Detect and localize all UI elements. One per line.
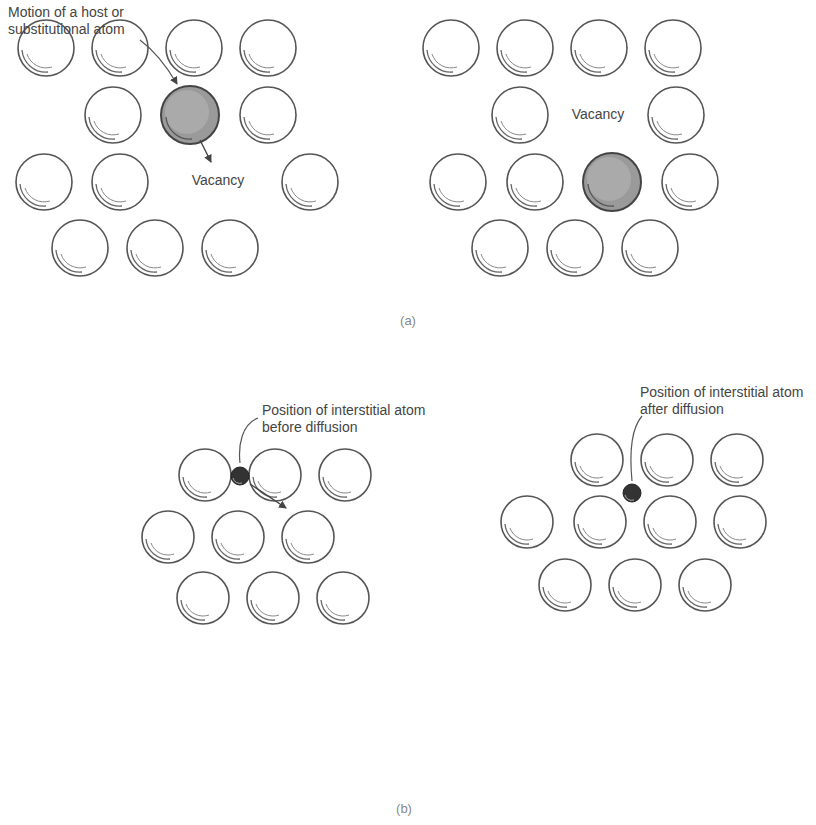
lattice-a-before xyxy=(16,20,338,276)
host-atom xyxy=(679,559,731,611)
motion-arrow xyxy=(250,484,286,508)
host-atom xyxy=(142,511,194,563)
vacancy-label: Vacancy xyxy=(178,172,258,189)
interstitial-atom xyxy=(231,467,249,485)
host-atom xyxy=(92,154,148,210)
host-atom xyxy=(507,154,563,210)
host-atom xyxy=(648,87,704,143)
host-atom xyxy=(497,20,553,76)
interstitial-atom xyxy=(623,484,641,502)
leader-line xyxy=(631,416,642,481)
host-atom xyxy=(282,511,334,563)
host-atom xyxy=(282,154,338,210)
host-atom xyxy=(240,20,296,76)
host-atom xyxy=(492,87,548,143)
host-atom xyxy=(472,220,528,276)
host-atom xyxy=(641,434,693,486)
host-atom xyxy=(644,496,696,548)
host-atom xyxy=(319,449,371,501)
host-atom xyxy=(166,20,222,76)
host-atom xyxy=(645,20,701,76)
callout-label: Position of interstitial atom before dif… xyxy=(262,402,462,436)
callout-label: Position of interstitial atom after diff… xyxy=(640,384,810,418)
host-atom xyxy=(622,220,678,276)
host-atom xyxy=(711,434,763,486)
host-atom xyxy=(574,496,626,548)
moved-atom xyxy=(583,153,641,211)
host-atom xyxy=(247,572,299,624)
host-atom xyxy=(202,220,258,276)
host-atom xyxy=(16,154,72,210)
callout-label: Motion of a host or substitutional atom xyxy=(8,4,168,38)
host-atom xyxy=(547,220,603,276)
host-atom xyxy=(85,87,141,143)
host-atom xyxy=(609,559,661,611)
host-atom xyxy=(423,20,479,76)
lattice-b-before xyxy=(142,418,371,624)
host-atom xyxy=(127,220,183,276)
host-atom xyxy=(539,559,591,611)
host-atom xyxy=(317,572,369,624)
moving-atom xyxy=(161,86,219,144)
motion-arrow xyxy=(200,140,211,162)
host-atom xyxy=(662,154,718,210)
host-atom xyxy=(571,434,623,486)
host-atom xyxy=(179,449,231,501)
panel-tag: (b) xyxy=(384,800,424,817)
leader-line xyxy=(240,418,258,463)
leader-line xyxy=(140,40,177,84)
host-atom xyxy=(52,220,108,276)
host-atom xyxy=(571,20,627,76)
host-atom xyxy=(501,496,553,548)
host-atom xyxy=(249,449,301,501)
host-atom xyxy=(714,496,766,548)
host-atom xyxy=(177,572,229,624)
host-atom xyxy=(240,87,296,143)
lattice-a-after xyxy=(423,20,718,276)
host-atom xyxy=(212,511,264,563)
host-atom xyxy=(430,154,486,210)
lattice-b-after xyxy=(501,416,766,611)
vacancy-label: Vacancy xyxy=(558,106,638,123)
panel-tag: (a) xyxy=(388,312,428,329)
